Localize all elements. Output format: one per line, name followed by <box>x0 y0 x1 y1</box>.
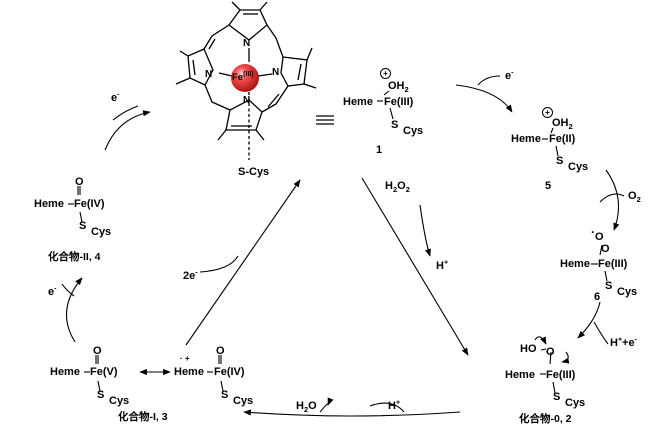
species-6-o-top: O <box>595 231 604 243</box>
species-3-ligand: O <box>93 345 102 357</box>
curl-hplus-e <box>593 321 609 345</box>
species-2-ligand-top: HO <box>520 343 537 355</box>
reagent-h2o: H2O <box>296 400 317 415</box>
porphyrin-n-top: N <box>243 38 251 49</box>
species-2-cys: Cys <box>565 397 586 409</box>
species-2-name: 化合物-0, 2 <box>519 413 572 425</box>
species-3-cys: Cys <box>109 395 130 407</box>
reagent-h-plus-e: H++e- <box>610 336 637 349</box>
equivalence-symbol <box>316 115 334 125</box>
arrow-3-to-4 <box>65 277 83 343</box>
electron-push-arrow-2 <box>561 351 570 364</box>
reagent-e-top-left: e- <box>111 91 120 104</box>
species-1-thiolate: S <box>391 119 399 131</box>
reagent-h2o2: H2O2 <box>385 180 410 195</box>
species-3-thiolate: S <box>97 389 105 401</box>
species-6-metal: Fe(III) <box>598 258 628 270</box>
species-1-metal: Fe(III) <box>384 96 414 108</box>
iron-atom-sphere <box>231 64 259 92</box>
species-4-metal: Fe(IV) <box>74 198 105 210</box>
species-1-charge: + <box>380 68 391 79</box>
species-2-core: Heme <box>505 369 535 381</box>
curl-e-top-right <box>477 75 501 86</box>
arrow-1-to-2 <box>361 177 469 356</box>
species-1-ligand: OH2 <box>388 80 409 95</box>
species-5-thiolate: S <box>556 155 564 167</box>
species-3-name: 化合物-I, 3 <box>118 411 168 423</box>
curl-h-bottom <box>369 402 405 413</box>
species-5-core: Heme <box>511 133 541 145</box>
arrow-3-to-resting <box>185 179 301 346</box>
species-4-thiolate: S <box>79 220 87 232</box>
species-3b-radical-cation: · + <box>180 354 190 363</box>
species-3-metal: Fe(V) <box>90 366 118 378</box>
species-2-thiolate: S <box>553 391 561 403</box>
species-6-core: Heme <box>560 258 590 270</box>
species-6-radical: · <box>591 225 595 239</box>
curl-2e <box>199 255 239 273</box>
species-1-cys: Cys <box>403 125 424 137</box>
species-6-thiolate: S <box>605 280 613 292</box>
curl-o2 <box>599 193 625 203</box>
arrow-2-to-3 <box>243 409 461 417</box>
arrow-4-to-resting <box>104 110 151 151</box>
species-3b-thiolate: S <box>221 389 229 401</box>
species-5-charge: + <box>542 107 553 118</box>
species-3b-core: Heme <box>174 366 204 378</box>
species-4-name: 化合物-II, 4 <box>48 251 101 263</box>
porphyrin-fe-label: Fe(III) <box>232 70 254 83</box>
species-3b-ligand: O <box>216 345 225 357</box>
species-3-core: Heme <box>50 366 80 378</box>
porphyrin-structure <box>175 1 317 160</box>
reagent-e-top-right: e- <box>505 69 514 82</box>
species-1-core: Heme <box>343 96 373 108</box>
curl-e-left <box>61 283 75 297</box>
species-6-id: 6 <box>594 291 601 303</box>
species-4-cys: Cys <box>91 226 112 238</box>
species-6-cys: Cys <box>617 286 638 298</box>
species-4-ligand: O <box>75 176 84 188</box>
species-bonds <box>68 90 608 394</box>
porphyrin-n-bottom: N <box>243 95 251 106</box>
arrow-1-to-5 <box>455 84 513 113</box>
reagent-o2: O2 <box>628 190 641 205</box>
curl-h2o2-h <box>419 204 431 257</box>
electron-push-arrow <box>534 336 547 345</box>
equivalence-label: ≡ <box>316 111 325 123</box>
reagent-h-bottom: H+ <box>388 399 401 412</box>
porphyrin-n-left: N <box>205 69 213 80</box>
species-5-id: 5 <box>545 180 552 192</box>
species-1-id: 1 <box>376 144 383 156</box>
species-5-cys: Cys <box>568 161 589 173</box>
species-5-ligand: OH2 <box>552 117 573 132</box>
species-5-metal: Fe(II) <box>549 133 576 145</box>
species-2-metal: Fe(III) <box>546 369 576 381</box>
species-4-core: Heme <box>34 198 64 210</box>
species-3b-metal: Fe(IV) <box>214 366 245 378</box>
curl-e-top-left <box>112 105 139 121</box>
species-6-o-mid: O <box>601 243 610 255</box>
species-2-ligand-mid: O <box>546 346 555 358</box>
porphyrin-cys-label: S-Cys <box>238 166 270 178</box>
reagent-e-left: e- <box>48 285 57 298</box>
curl-h2o <box>319 397 334 413</box>
reagent-2e: 2e- <box>183 269 198 282</box>
arrow-6-to-2 <box>577 301 601 339</box>
reagent-h-plus: H+ <box>436 259 449 272</box>
porphyrin-n-right: N <box>272 67 280 78</box>
arrow-5-to-6 <box>605 169 620 231</box>
species-3b-cys: Cys <box>233 395 254 407</box>
